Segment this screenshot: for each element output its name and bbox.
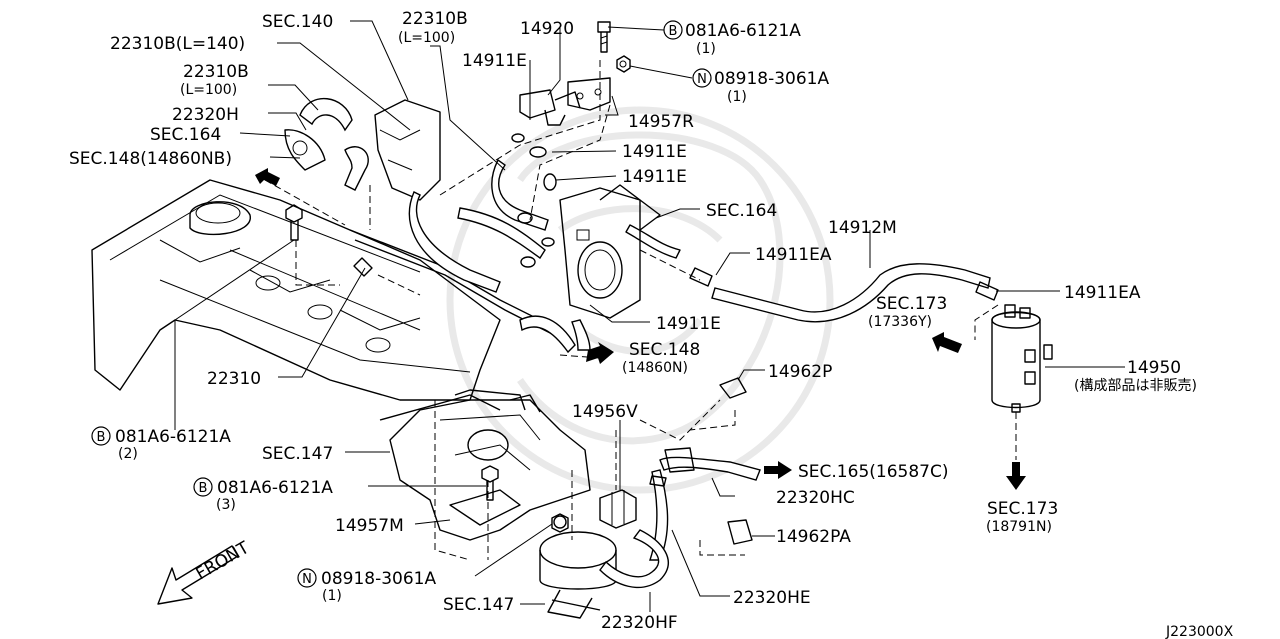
label-14962p: 14962P <box>768 362 832 382</box>
canister-14950 <box>991 304 1053 413</box>
dashed-guides <box>264 60 1017 561</box>
leader-bolt-top <box>607 26 665 31</box>
label-sec140: SEC.140 <box>262 12 333 32</box>
label-sec173-lower-ref: (18791N) <box>986 519 1052 535</box>
label-14957r: 14957R <box>628 112 694 132</box>
label-sec164-right: SEC.164 <box>706 201 777 221</box>
nut-bottom <box>551 513 569 533</box>
label-22320hf: 22320HF <box>601 613 678 633</box>
label-14911e-a: 14911E <box>462 51 527 71</box>
clips-14911e <box>511 133 557 268</box>
label-bolt-left-qty: (2) <box>118 446 138 462</box>
bolt-symbol-letter: B <box>669 24 678 39</box>
label-sec173-upper-ref: (17336Y) <box>868 314 932 330</box>
front-arrow <box>157 545 239 605</box>
nut-symbol-top: N <box>692 68 712 88</box>
label-bolt-left-code: 081A6-6121A <box>115 427 231 447</box>
label-14911e-d: 14911E <box>656 314 721 334</box>
label-sec165: SEC.165(16587C) <box>798 462 948 482</box>
bracket-14957m <box>389 389 591 541</box>
valve-14956v <box>599 489 637 529</box>
label-22310b-140: 22310B(L=140) <box>110 34 245 54</box>
lower-hoses <box>599 447 761 589</box>
nut-symbol-bottom: N <box>297 568 317 588</box>
label-22320hc: 22320HC <box>776 488 855 508</box>
label-sec164-left: SEC.164 <box>150 125 221 145</box>
label-14912m: 14912M <box>828 218 897 238</box>
diagram-id: J223000X <box>1165 624 1234 639</box>
label-sec147-lower: SEC.147 <box>443 595 514 615</box>
nut-top <box>616 55 631 73</box>
hose-14912m <box>689 263 999 323</box>
label-14950: 14950 <box>1127 358 1181 378</box>
arrow-sec148-top <box>255 168 280 186</box>
label-14957m: 14957M <box>335 516 404 536</box>
label-22320h: 22320H <box>172 105 239 125</box>
label-bolt-mid-code: 081A6-6121A <box>217 478 333 498</box>
bolt-symbol-letter: B <box>199 481 208 496</box>
label-bolt-top-qty: (1) <box>696 41 716 57</box>
label-14911e-c: 14911E <box>622 167 687 187</box>
label-14911ea-a: 14911EA <box>755 245 832 265</box>
bolt-top <box>597 21 611 53</box>
label-nut-top-qty: (1) <box>727 89 747 105</box>
label-22320he: 22320HE <box>733 588 811 608</box>
label-22310b-100-mid-length: (L=100) <box>180 82 237 98</box>
label-bolt-mid-qty: (3) <box>216 497 236 513</box>
bolt-symbol-mid: B <box>193 477 213 497</box>
label-14911e-b: 14911E <box>622 142 687 162</box>
label-nut-bottom-code: 08918-3061A <box>321 569 436 589</box>
arrow-sec148-mid <box>586 342 614 364</box>
nut-symbol-letter: N <box>697 72 707 87</box>
label-22310: 22310 <box>207 369 261 389</box>
clip-14962p <box>719 377 747 399</box>
engine-block <box>91 179 501 421</box>
clip-14962pa <box>727 519 753 545</box>
label-bolt-top-code: 081A6-6121A <box>685 21 801 41</box>
throttle-body <box>559 184 681 319</box>
label-22310b-100-top: 22310B <box>402 9 468 29</box>
label-14950-note: (構成部品は非販売) <box>1074 378 1197 394</box>
bolt-middle <box>481 465 499 501</box>
label-sec148-mid: SEC.148 <box>629 340 700 360</box>
label-sec147-upper: SEC.147 <box>262 444 333 464</box>
label-nut-bottom-qty: (1) <box>322 588 342 604</box>
leader-lines <box>174 20 1125 612</box>
throttle-chamber-left <box>374 99 441 201</box>
label-nut-top-code: 08918-3061A <box>714 69 829 89</box>
leader-nut-top <box>629 65 693 79</box>
hose-22320h <box>284 98 369 191</box>
bolt-symbol-left: B <box>91 426 111 446</box>
label-sec173-lower: SEC.173 <box>987 499 1058 519</box>
arrow-sec165 <box>764 461 792 479</box>
bolt-symbol-top: B <box>663 20 683 40</box>
label-14962pa: 14962PA <box>776 527 851 547</box>
bolt-engine <box>285 204 303 241</box>
label-front: FRONT <box>193 538 254 585</box>
label-14920: 14920 <box>520 19 574 39</box>
watermark-emblem <box>446 106 834 494</box>
arrow-sec173-lower <box>1006 462 1026 490</box>
label-14956v: 14956V <box>572 402 638 422</box>
label-22310b-100-top-length: (L=100) <box>398 30 455 46</box>
label-22310b-100-mid: 22310B <box>183 62 249 82</box>
label-sec173-upper: SEC.173 <box>876 294 947 314</box>
label-14911ea-b: 14911EA <box>1064 283 1141 303</box>
center-hoses <box>408 158 591 354</box>
arrow-sec173-upper <box>932 332 962 353</box>
bolt-symbol-letter: B <box>97 430 106 445</box>
label-sec148-mid-ref: (14860N) <box>622 360 688 376</box>
flow-arrows <box>255 168 1026 490</box>
label-sec148-top: SEC.148(14860NB) <box>69 149 232 169</box>
nut-symbol-letter: N <box>302 572 312 587</box>
